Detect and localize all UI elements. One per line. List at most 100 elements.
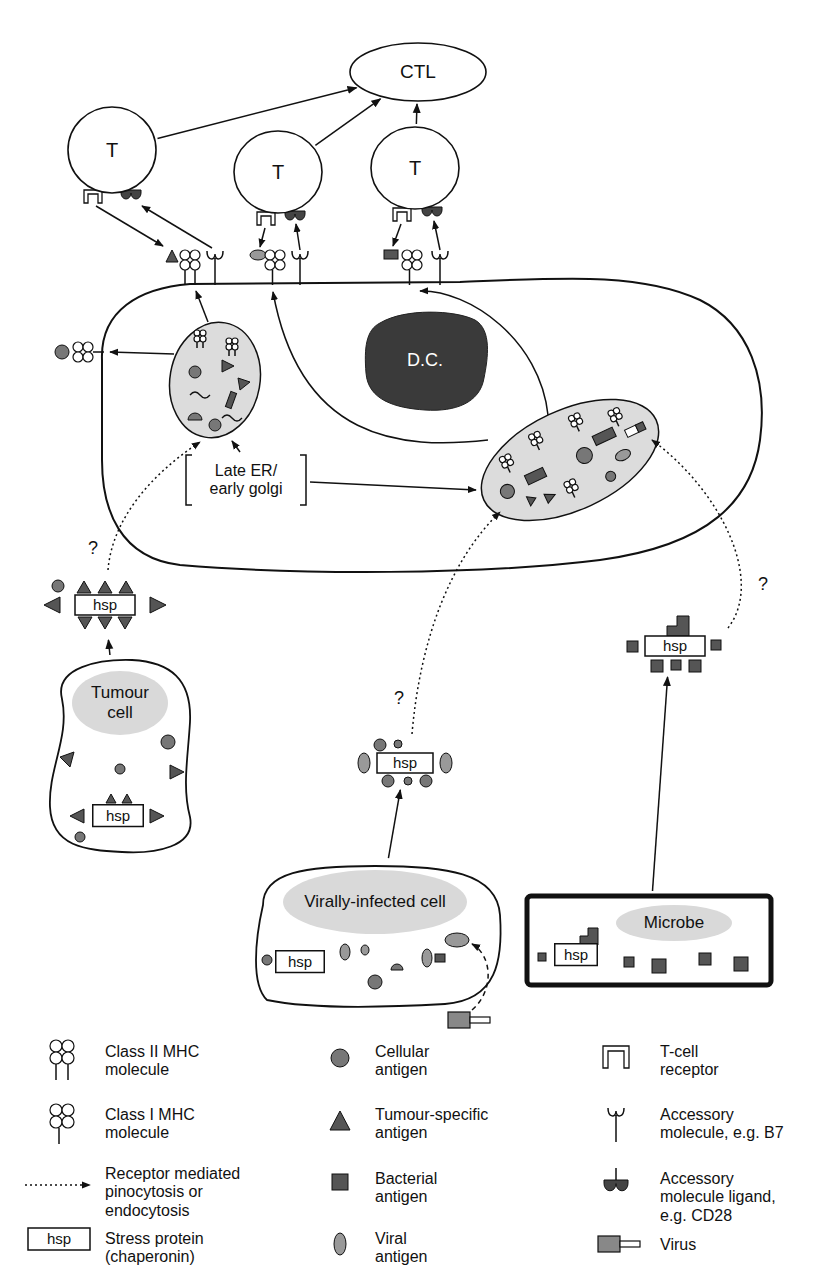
mhc-stem — [272, 270, 274, 285]
legend-entry: Tumour-specific antigen — [375, 1106, 510, 1143]
label-text: ? — [88, 538, 98, 558]
arrow — [196, 291, 208, 322]
antigen-ellipse — [361, 945, 369, 955]
mhc-domain — [576, 417, 584, 425]
mhc-stem — [228, 350, 230, 356]
antigen-ellipse — [440, 753, 452, 773]
legend-entry: Class II MHC molecule — [105, 1043, 225, 1080]
antigen-triangle — [70, 809, 84, 823]
legend-text: Tumour-specific antigen — [375, 1106, 488, 1141]
mhc-domain — [190, 250, 200, 260]
connector-arrow — [416, 104, 418, 124]
question-mark: ? — [88, 538, 98, 559]
antigen-square — [652, 959, 666, 973]
cell-nucleus — [283, 870, 467, 934]
arrow — [232, 441, 240, 452]
mhc-domain — [83, 342, 93, 352]
mhc-domain — [50, 1052, 62, 1064]
mhc-domain — [412, 250, 422, 260]
antigen-circle — [115, 764, 125, 774]
mhc-domain — [73, 352, 83, 362]
antigen-circle — [368, 975, 382, 989]
microbe-nucleoid — [616, 905, 732, 941]
legend-text: T-cell receptor — [660, 1043, 719, 1078]
legend-entry: Class I MHC molecule — [105, 1106, 225, 1143]
text-holder: CTL — [349, 42, 487, 102]
hsp-complex: hsp — [40, 572, 170, 638]
arrow — [260, 228, 265, 247]
antigen-square — [580, 928, 598, 945]
compartment-label: Late ER/ early golgi — [200, 458, 292, 502]
legend-text: Bacterial antigen — [375, 1170, 437, 1205]
node-shape — [524, 893, 774, 988]
mhc-domain — [402, 260, 412, 270]
node-label: Virally-infected cell — [304, 892, 445, 912]
text-holder: hsp — [92, 804, 144, 827]
b7-molecule — [207, 251, 223, 285]
antigen-ellipse — [250, 250, 266, 260]
legend-text: Class I MHC molecule — [105, 1106, 195, 1141]
t-cell: T — [370, 126, 460, 210]
mhc-domain — [275, 250, 285, 260]
virus-tail — [470, 1017, 490, 1023]
legend-text: Receptor mediated pinocytosis or endocyt… — [105, 1165, 240, 1219]
node-label: hsp — [393, 754, 417, 771]
mhc-stem — [184, 270, 186, 285]
arrow — [434, 221, 440, 250]
bracket — [300, 455, 306, 505]
antigen-triangle — [238, 378, 250, 390]
legend-entry: Virus — [660, 1236, 750, 1254]
mhc-domain — [50, 1116, 62, 1128]
peptide — [222, 415, 242, 421]
connector-arrow — [388, 790, 400, 858]
text-holder: hsp — [554, 943, 598, 966]
antigen-circle — [374, 739, 386, 751]
t-cell-receptor — [393, 208, 411, 221]
antigen-square — [332, 1174, 348, 1190]
cell-membrane — [256, 866, 501, 1007]
t-cell: T — [67, 106, 157, 194]
legend-text: Stress protein (chaperonin) — [105, 1230, 204, 1265]
arrow — [393, 224, 401, 246]
question-mark: ? — [758, 574, 768, 595]
legend-entry: Accessory molecule ligand, e.g. CD28 — [660, 1170, 800, 1225]
antigen-circle — [52, 580, 64, 592]
mhc-domain — [73, 342, 83, 352]
mhc-domain — [62, 1104, 74, 1116]
mhc-domain — [200, 330, 206, 336]
hsp-box — [28, 1228, 90, 1250]
node-label: D.C. — [407, 350, 443, 371]
mhc-stem — [409, 270, 411, 285]
legend-entry: Viral antigen — [375, 1230, 455, 1267]
hsp-box — [645, 636, 705, 656]
legend-entry: Bacterial antigen — [375, 1170, 475, 1207]
cell-ellipse — [371, 127, 459, 209]
hsp-box — [276, 951, 325, 973]
mhc-stem — [572, 492, 575, 497]
question-mark: ? — [394, 688, 404, 709]
antigen-triangle — [330, 1111, 350, 1130]
mhc-stem — [67, 1064, 69, 1080]
vesicle — [161, 315, 270, 445]
microbe-wall — [527, 896, 771, 985]
mhc-domain — [402, 250, 412, 260]
antigen-circle — [574, 445, 595, 466]
antigen-fragment — [391, 964, 403, 970]
vesicle-group — [463, 375, 677, 546]
antigen-square — [671, 660, 681, 670]
mhc-domain — [571, 483, 579, 491]
mhc-domain — [226, 344, 232, 350]
antigen-triangle — [119, 581, 133, 593]
mhc-domain — [62, 1040, 74, 1052]
antigen-triangle — [44, 597, 60, 613]
mhc-stem — [537, 445, 540, 450]
node-label: T — [106, 139, 118, 162]
label-text: Late ER/ early golgi — [200, 462, 292, 499]
text-holder: hsp — [75, 595, 135, 615]
virus-body — [598, 1236, 620, 1252]
legend-text: Cellular antigen — [375, 1043, 429, 1078]
mhc-domain — [275, 260, 285, 270]
antigen-fragment — [188, 413, 202, 420]
mhc-domain — [62, 1052, 74, 1064]
